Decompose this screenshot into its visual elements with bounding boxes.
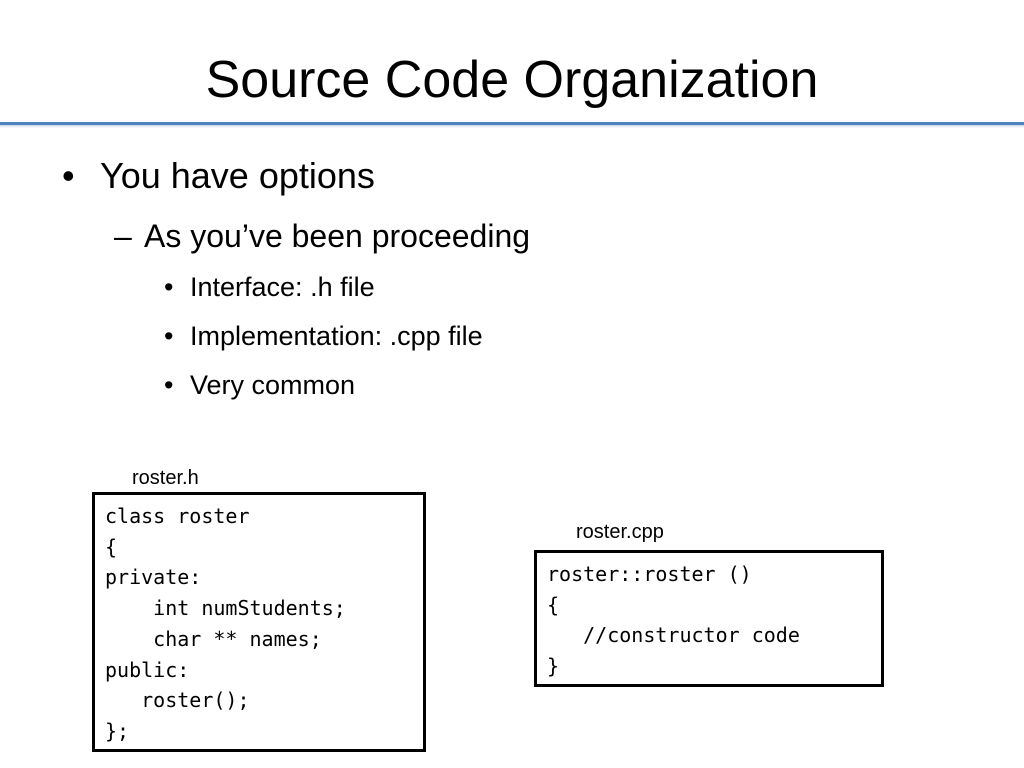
source-file-code: roster::roster () { //constructor code } — [547, 562, 800, 679]
header-file-caption: roster.h — [132, 467, 199, 489]
source-file-caption: roster.cpp — [576, 521, 664, 543]
bullet-marker: • — [62, 155, 75, 196]
header-file-code: class roster { private: int numStudents;… — [105, 504, 346, 743]
bullet-text: Interface: .h file — [190, 272, 375, 302]
slide-title: Source Code Organization — [205, 51, 819, 109]
header-file-code-box: class roster { private: int numStudents;… — [92, 492, 426, 752]
bullet-text: Very common — [190, 370, 356, 400]
title-divider — [0, 122, 1024, 125]
bullet-marker: • — [164, 321, 174, 351]
bullet-text: As you’ve been proceeding — [144, 218, 531, 254]
source-file-code-box: roster::roster () { //constructor code } — [534, 550, 884, 687]
bullet-marker: • — [164, 370, 174, 400]
title-divider-shadow — [0, 125, 1024, 128]
bullet-text: Implementation: .cpp file — [190, 321, 483, 351]
bullet-marker: • — [164, 272, 174, 302]
dash-marker: – — [114, 218, 132, 254]
bullet-text: You have options — [100, 155, 375, 196]
